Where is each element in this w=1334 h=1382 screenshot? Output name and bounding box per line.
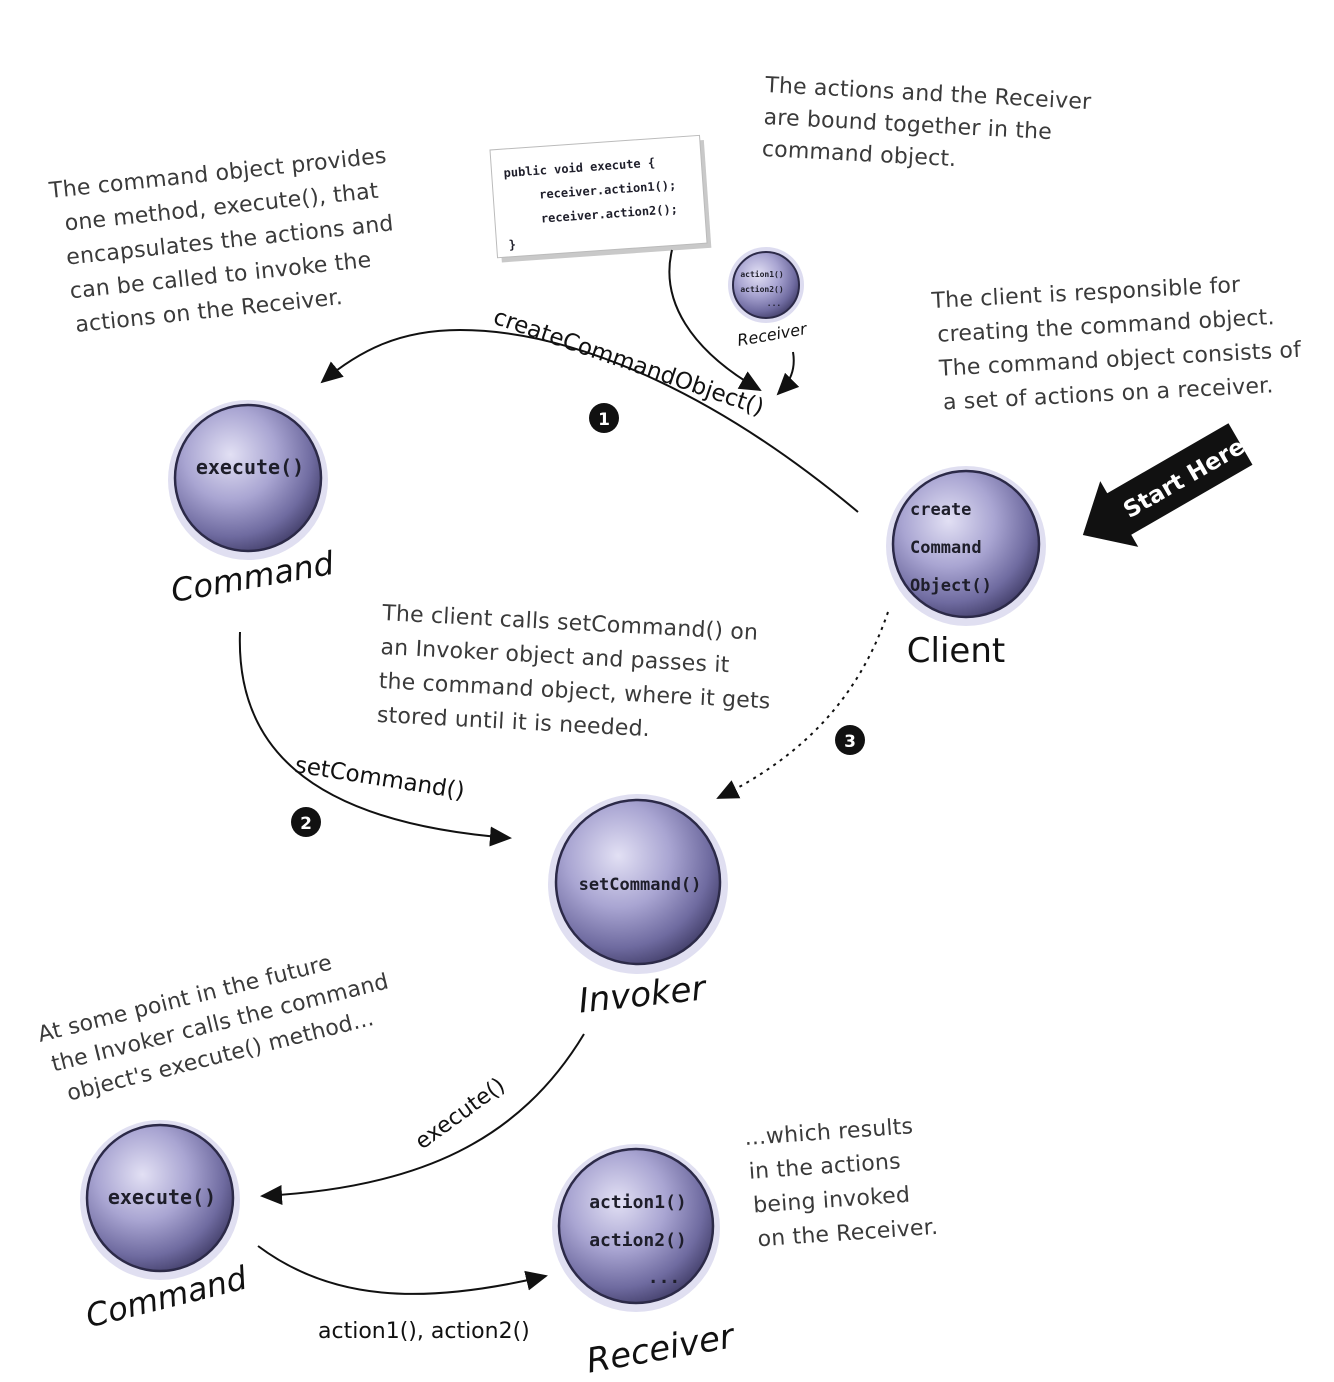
client-method-2: Command [910,538,982,558]
execute-label: execute() [411,1073,510,1155]
svg-text:1: 1 [598,410,610,430]
create-command-label: createCommandObject() [490,304,767,421]
invoker-label: Invoker [577,968,710,1021]
small-receiver: action1() action2() ... Receiver [728,247,809,350]
set-command-edge [238,631,512,847]
command-bottom-method: execute() [108,1185,216,1209]
command-node-top: execute() Command [168,400,337,610]
command-top-method: execute() [196,455,304,479]
bound-note: The actions and the Receiver are bound t… [760,73,1099,179]
set-command-label: setCommand() [293,752,466,804]
create-command-edge [320,328,859,513]
setcommand-note: The client calls setCommand() on an Invo… [375,601,781,749]
receiver-method-2: action2() [589,1230,687,1251]
invoker-method: setCommand() [579,875,702,895]
svg-text:2: 2 [300,814,312,834]
code-card: public void execute { receiver.action1()… [489,134,712,263]
receiver-label: Receiver [584,1316,739,1382]
results-note: ...which results in the actions being in… [744,1113,939,1253]
step-2-badge: 2 [291,807,321,837]
client-node: create Command Object() Client [886,466,1046,671]
client-label: Client [907,631,1005,671]
small-receiver-to-create-arrow [776,351,800,396]
client-note: The client is responsible for creating t… [930,269,1311,415]
card-to-create-arrow [668,249,762,391]
receiver-node: action1() action2() ... Receiver [552,1144,739,1382]
actions-label: action1(), action2() [318,1319,530,1344]
step-3-badge: 3 [835,725,865,755]
small-receiver-method-1: action1() [740,269,783,279]
small-receiver-method-2: action2() [740,284,783,294]
small-receiver-label: Receiver [736,319,810,350]
invoker-node: setCommand() Invoker [548,794,728,1022]
command-note: The command object provides one method, … [47,143,409,339]
code-line-4: } [508,237,516,251]
client-method-1: create [910,500,971,520]
receiver-method-1: action1() [589,1192,687,1213]
start-here-arrow: Start Here [1082,423,1253,547]
future-note: At some point in the future the Invoker … [35,937,406,1110]
step-1-badge: 1 [589,403,619,433]
client-to-invoker-edge [716,611,889,799]
client-method-3: Object() [910,576,992,596]
svg-text:3: 3 [844,732,856,752]
command-node-bottom: execute() Command [80,1120,251,1335]
execute-edge [260,1033,585,1205]
actions-edge [257,1245,548,1295]
small-receiver-method-3: ... [767,299,781,308]
receiver-method-3: ... [648,1267,681,1288]
